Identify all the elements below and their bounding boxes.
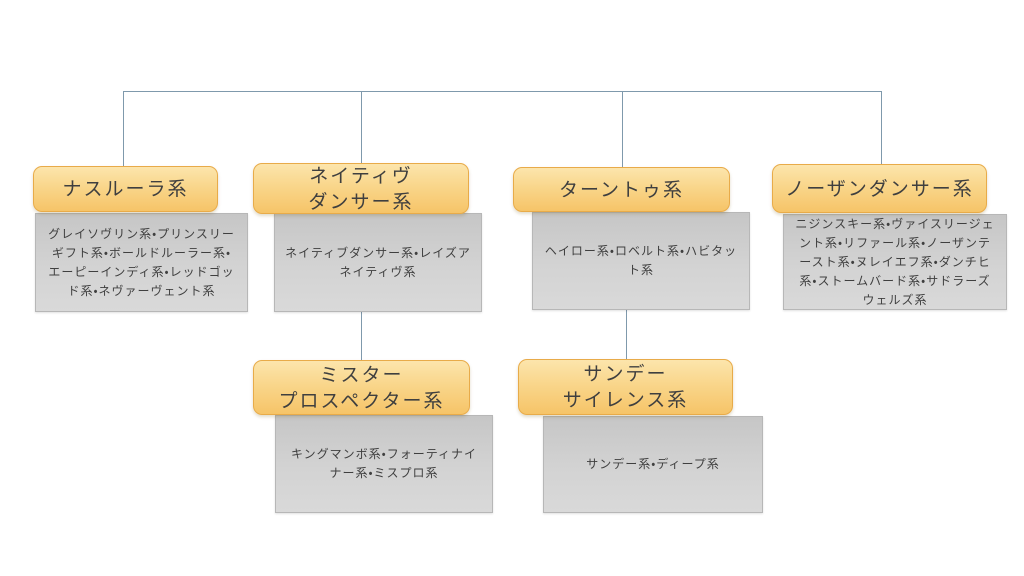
node-mr-prospector-title: ミスター プロスペクター系 xyxy=(278,363,445,412)
connector-native-dancer-to-mr-prospector xyxy=(361,312,362,360)
node-northern-dancer-detail-box: ニジンスキー系・ヴァイスリージェント系・リファール系・ノーザンテースト系・ヌレイ… xyxy=(783,214,1007,310)
node-turn-to-title: ターントゥ系 xyxy=(558,178,685,201)
connector-drop-native-dancer xyxy=(361,91,362,164)
node-sunday-silence-title-box: サンデー サイレンス系 xyxy=(518,359,733,415)
node-turn-to-title-box: ターントゥ系 xyxy=(513,167,730,212)
node-native-dancer-detail: ネイティブダンサー系・レイズアネイティヴ系 xyxy=(285,245,471,279)
node-turn-to-detail: ヘイロー系・ロベルト系・ハビタット系 xyxy=(544,244,738,277)
connector-top-horizontal xyxy=(123,91,882,92)
connector-drop-nasrullah xyxy=(123,91,124,167)
node-native-dancer-detail-box: ネイティブダンサー系・レイズアネイティヴ系 xyxy=(274,213,482,312)
node-nasrullah-title-box: ナスルーラ系 xyxy=(33,166,218,212)
connector-turn-to-to-sunday-silence xyxy=(626,310,627,359)
node-sunday-silence-detail-box: サンデー系・ディープ系 xyxy=(543,416,763,513)
node-nasrullah-title: ナスルーラ系 xyxy=(62,178,189,200)
node-turn-to-detail-box: ヘイロー系・ロベルト系・ハビタット系 xyxy=(532,212,750,310)
node-sunday-silence-detail: サンデー系・ディープ系 xyxy=(586,457,720,471)
node-nasrullah-detail-box: グレイソヴリン系・プリンスリーギフト系・ボールドルーラー系・エーピーインディ系・… xyxy=(35,213,248,312)
node-sunday-silence-title: サンデー サイレンス系 xyxy=(562,363,689,411)
connector-drop-northern-dancer xyxy=(881,91,882,165)
node-mr-prospector-detail-box: キングマンボ系・フォーティナイナー系・ミスプロ系 xyxy=(275,415,493,513)
connector-drop-turn-to xyxy=(622,91,623,168)
node-northern-dancer-title-box: ノーザンダンサー系 xyxy=(772,164,987,213)
node-mr-prospector-detail: キングマンボ系・フォーティナイナー系・ミスプロ系 xyxy=(290,447,477,480)
node-northern-dancer-detail: ニジンスキー系・ヴァイスリージェント系・リファール系・ノーザンテースト系・ヌレイ… xyxy=(795,216,995,307)
node-nasrullah-detail: グレイソヴリン系・プリンスリーギフト系・ボールドルーラー系・エーピーインディ系・… xyxy=(48,226,235,298)
node-native-dancer-title: ネイティヴ ダンサー系 xyxy=(308,164,414,213)
node-northern-dancer-title: ノーザンダンサー系 xyxy=(785,177,974,200)
node-native-dancer-title-box: ネイティヴ ダンサー系 xyxy=(253,163,469,214)
node-mr-prospector-title-box: ミスター プロスペクター系 xyxy=(253,360,470,415)
